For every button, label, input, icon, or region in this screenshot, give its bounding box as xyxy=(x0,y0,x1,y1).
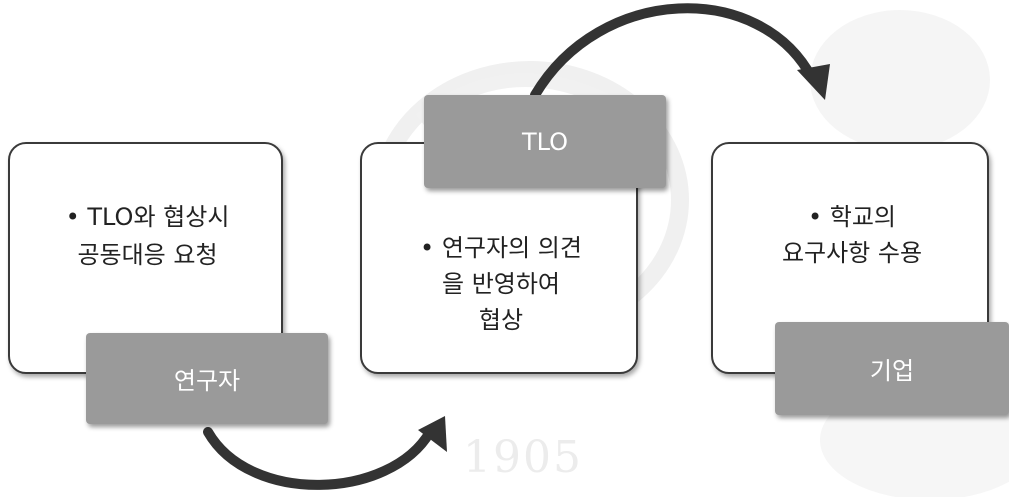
stage-tlo-line-1: • 연구자의 의견 xyxy=(420,234,582,262)
stage-company-line-2: 요구사항 수용 xyxy=(781,239,923,267)
stage-researcher-line-2: 공동대응 요청 xyxy=(77,241,218,269)
watermark-year: 1905 xyxy=(463,432,583,483)
arrow-researcher-to-tlo xyxy=(203,427,435,490)
stage-tlo-line-2: 을 반영하여 xyxy=(441,270,561,298)
arrow-tlo-to-company xyxy=(530,3,817,100)
stage-researcher-line-1: • TLO와 협상시 xyxy=(65,203,230,231)
stage-company-tag: 기업 xyxy=(775,322,1009,415)
arrow-researcher-to-tlo-head xyxy=(418,416,447,452)
stage-tlo-tag: TLO xyxy=(424,95,666,188)
arrow-tlo-to-company-head xyxy=(797,64,830,100)
stage-company-line-1: • 학교의 xyxy=(807,203,897,231)
stage-tlo-line-3: 협상 xyxy=(478,306,524,334)
stage-researcher-tag: 연구자 xyxy=(86,333,328,424)
